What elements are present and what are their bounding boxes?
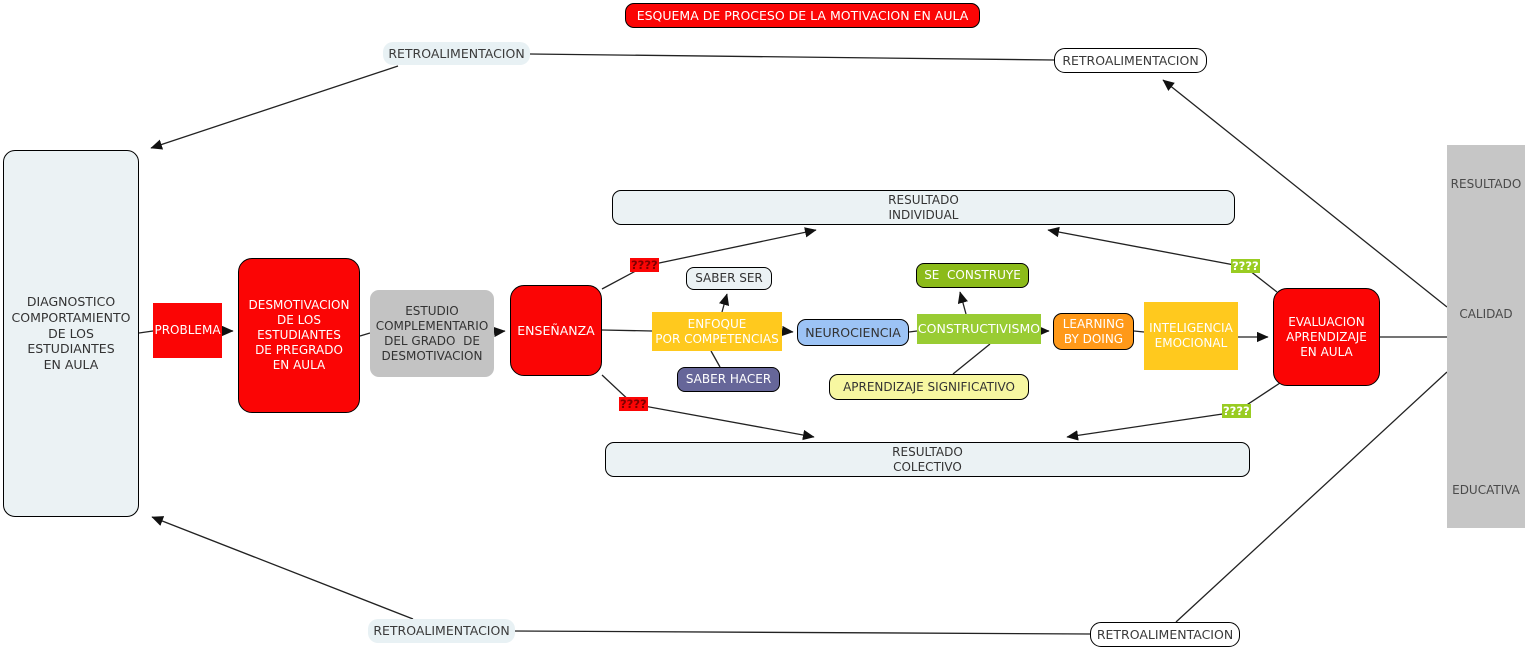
node-se-construye[interactable]: SE CONSTRUYE	[916, 263, 1029, 288]
node-aprendizaje-significativo[interactable]: APRENDIZAJE SIGNIFICATIVO	[829, 374, 1029, 400]
link-tag-red-top[interactable]: ????	[630, 258, 659, 272]
node-saber-ser[interactable]: SABER SER	[686, 267, 772, 290]
node-resultado-individual[interactable]: RESULTADO INDIVIDUAL	[612, 190, 1235, 225]
node-evaluacion-aprendizaje[interactable]: EVALUACION APRENDIZAJE EN AULA	[1273, 288, 1380, 386]
feedback-box-top-right[interactable]: RETROALIMENTACION	[1054, 48, 1207, 73]
diagram-title: ESQUEMA DE PROCESO DE LA MOTIVACION EN A…	[625, 3, 980, 28]
side-panel-top-label: RESULTADO	[1450, 177, 1522, 191]
node-ensenanza[interactable]: ENSEÑANZA	[510, 285, 602, 376]
link-tag-green-top[interactable]: ????	[1231, 259, 1260, 273]
link-tag-green-bottom[interactable]: ????	[1222, 404, 1251, 418]
node-estudio-complementario[interactable]: ESTUDIO COMPLEMENTARIO DEL GRADO DE DESM…	[370, 290, 494, 377]
node-inteligencia-emocional[interactable]: INTELIGENCIA EMOCIONAL	[1144, 302, 1238, 370]
node-desmotivacion[interactable]: DESMOTIVACION DE LOS ESTUDIANTES DE PREG…	[238, 258, 360, 413]
node-saber-hacer[interactable]: SABER HACER	[677, 367, 780, 392]
node-constructivismo[interactable]: CONSTRUCTIVISMO	[917, 314, 1041, 344]
side-panel-middle-label: CALIDAD	[1459, 307, 1513, 321]
link-tag-red-bottom[interactable]: ????	[619, 397, 648, 411]
feedback-box-bottom-right[interactable]: RETROALIMENTACION	[1090, 622, 1240, 647]
node-enfoque-por-competencias[interactable]: ENFOQUE POR COMPETENCIAS	[652, 312, 782, 351]
node-resultado-colectivo[interactable]: RESULTADO COLECTIVO	[605, 442, 1250, 477]
node-neurociencia[interactable]: NEUROCIENCIA	[797, 319, 909, 346]
side-panel-bottom-label: EDUCATIVA	[1452, 483, 1520, 497]
feedback-label-top-left[interactable]: RETROALIMENTACION	[383, 42, 530, 65]
node-problema[interactable]: PROBLEMA	[153, 303, 222, 358]
side-panel-resultado-calidad-educativa[interactable]: RESULTADO CALIDAD EDUCATIVA	[1447, 145, 1525, 528]
node-diagnostico[interactable]: DIAGNOSTICO COMPORTAMIENTO DE LOS ESTUDI…	[3, 150, 139, 517]
node-learning-by-doing[interactable]: LEARNING BY DOING	[1053, 313, 1134, 350]
feedback-label-bottom-left[interactable]: RETROALIMENTACION	[368, 619, 515, 643]
